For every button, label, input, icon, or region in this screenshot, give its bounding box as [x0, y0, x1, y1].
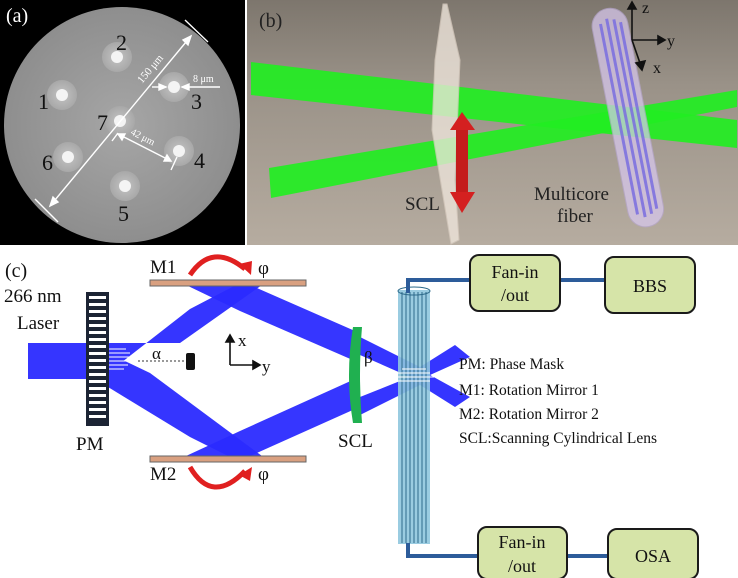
input-laser-beam: [28, 343, 88, 379]
axis-y-label-c: y: [262, 357, 271, 376]
diameter-line: [49, 35, 192, 207]
setup-svg: Fan-in /out BBS Fan-in /out OSA (c) 266 …: [4, 254, 699, 578]
fiber-label-line2: fiber: [557, 206, 594, 227]
axis-z-label: z: [642, 0, 649, 17]
diameter-arrowhead-top: [181, 34, 193, 47]
pitch-line: [117, 133, 172, 162]
diameter-tick-top: [184, 19, 209, 43]
beam-lower-first-leg: [108, 353, 262, 456]
fan-in-top-line1: Fan-in: [492, 262, 539, 282]
core-width-label: 8 μm: [193, 74, 214, 85]
legend-pm: PM: Phase Mask: [459, 356, 564, 373]
m1-rotation-arrow: [187, 254, 247, 277]
multicore-fiber-bundle: [397, 286, 431, 544]
core-label-4: 4: [194, 148, 205, 173]
core-3: [159, 72, 189, 102]
axis-x-label: x: [653, 60, 661, 77]
beam-upper-first-leg: [108, 285, 262, 373]
alpha-label: α: [152, 344, 161, 363]
dimension-lines: [34, 19, 220, 223]
fiber-to-bottom-fanin: [406, 543, 478, 558]
beam-lower-second-leg: [186, 379, 355, 456]
scl-label: SCL: [405, 194, 440, 215]
fan-in-bottom-line1: Fan-in: [499, 532, 546, 552]
core-label-6: 6: [42, 150, 53, 175]
core-1: [47, 80, 77, 110]
axes-xy: [224, 333, 262, 371]
bbs-label: BBS: [633, 276, 667, 296]
beta-label: β: [364, 348, 373, 367]
panel-b-3d-schematic: (b) SCL Multicore fiber z y x: [247, 0, 738, 245]
panel-b-label: (b): [259, 10, 282, 32]
pm-label: PM: [76, 434, 104, 455]
mirror-m1: [149, 279, 307, 287]
legend: PM: Phase Mask M1: Rotation Mirror 1 M2:…: [459, 356, 657, 447]
diameter-tick-bottom: [34, 198, 59, 223]
fan-in-out-top-box: Fan-in /out: [469, 254, 561, 312]
legend-scl: SCL:Scanning Cylindrical Lens: [459, 430, 657, 447]
fan-in-out-bottom-box: Fan-in /out: [477, 526, 568, 578]
m1-label: M1: [150, 257, 176, 278]
laser-label: Laser: [17, 313, 60, 334]
axis-y-label: y: [667, 33, 675, 50]
legend-m2: M2: Rotation Mirror 2: [459, 406, 599, 423]
beam-upper-second-leg: [186, 285, 355, 361]
m1-rotation-arrowhead: [239, 261, 252, 275]
micrograph-svg: (a) 1 2 3 4 5 6 7 150 μm 8 μm 42 μm: [4, 5, 240, 243]
core-label-5: 5: [118, 201, 129, 226]
phase-mask: [86, 292, 109, 426]
diameter-arrowhead-bottom: [48, 195, 60, 208]
scan-direction-arrow: [450, 112, 475, 213]
phi-top-label: φ: [258, 258, 269, 279]
fan-in-bottom-line2: /out: [508, 556, 536, 576]
core-6: [53, 142, 83, 172]
scl-lens: [349, 327, 362, 423]
interference-fringes: [109, 348, 134, 370]
m2-rotation-arrowhead: [239, 467, 252, 481]
schematic-3d-svg: (b) SCL Multicore fiber z y x: [251, 0, 737, 245]
panel-a-micrograph: (a) 1 2 3 4 5 6 7 150 μm 8 μm 42 μm: [0, 0, 245, 245]
core-2: [102, 42, 132, 72]
core-label-7: 7: [97, 110, 108, 135]
connection-fibers: [406, 278, 608, 558]
fan-in-top-line2: /out: [501, 285, 529, 305]
m2-label: M2: [150, 464, 176, 485]
fiber-to-top-fanin: [406, 278, 470, 293]
osa-label: OSA: [635, 546, 671, 566]
core-5: [110, 171, 140, 201]
panel-c-setup-diagram: Fan-in /out BBS Fan-in /out OSA (c) 266 …: [0, 247, 738, 578]
core-label-2: 2: [116, 30, 127, 55]
phi-bottom-label: φ: [258, 464, 269, 485]
axes-xyz: [626, 0, 667, 72]
axis-x-label-c: x: [238, 331, 247, 350]
laser-wavelength-label: 266 nm: [4, 286, 62, 307]
fiber-grating-lines: [394, 368, 434, 382]
beam-block: [186, 353, 195, 370]
legend-m1: M1: Rotation Mirror 1: [459, 382, 599, 399]
mirror-m2: [149, 455, 307, 463]
fiber-label-line1: Multicore: [534, 184, 609, 205]
multicore-fiber: [591, 7, 665, 228]
panel-a-label: (a): [6, 5, 28, 27]
scl-label-c: SCL: [338, 431, 373, 452]
core-label-3: 3: [191, 89, 202, 114]
bbs-box: BBS: [604, 256, 696, 314]
osa-box: OSA: [607, 528, 699, 578]
core-label-1: 1: [38, 89, 49, 114]
panel-c-label: (c): [5, 260, 27, 282]
scanning-cylindrical-lens: [431, 3, 461, 245]
core-4: [164, 136, 194, 166]
m2-rotation-arrow: [187, 465, 247, 490]
